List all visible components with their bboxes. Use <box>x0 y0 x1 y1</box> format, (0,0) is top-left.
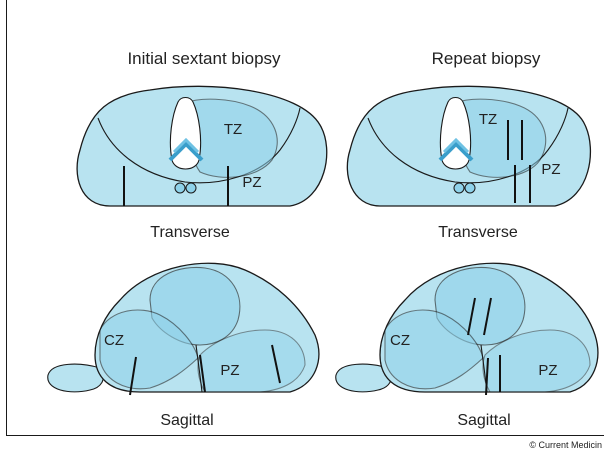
tz-label: TZ <box>224 121 242 138</box>
ejaculatory-duct <box>465 183 475 193</box>
panel-transverse-initial: Initial sextant biopsy TZ PZ Transverse <box>77 49 327 241</box>
pz-label: PZ <box>220 362 239 379</box>
panel-sagittal-repeat: CZ PZ Sagittal <box>336 263 598 429</box>
panel-caption: Transverse <box>150 224 230 241</box>
pz-label: PZ <box>538 362 557 379</box>
panel-transverse-repeat: Repeat biopsy TZ PZ Transverse <box>347 49 590 241</box>
cz-label: CZ <box>104 332 124 349</box>
cz-label: CZ <box>390 332 410 349</box>
panel-title: Repeat biopsy <box>432 49 541 68</box>
panel-caption: Sagittal <box>160 412 213 429</box>
ejaculatory-duct <box>175 183 185 193</box>
panel-title: Initial sextant biopsy <box>127 49 281 68</box>
panel-caption: Sagittal <box>457 412 510 429</box>
copyright-credit: © Current Medicin <box>529 440 602 450</box>
seminal-vesicle <box>48 364 104 392</box>
panel-sagittal-initial: CZ PZ Sagittal <box>48 263 319 429</box>
ejaculatory-duct <box>454 183 464 193</box>
pz-label: PZ <box>242 174 261 191</box>
ejaculatory-duct <box>186 183 196 193</box>
panel-caption: Transverse <box>438 224 518 241</box>
pz-label: PZ <box>541 161 560 178</box>
tz-label: TZ <box>479 111 497 128</box>
